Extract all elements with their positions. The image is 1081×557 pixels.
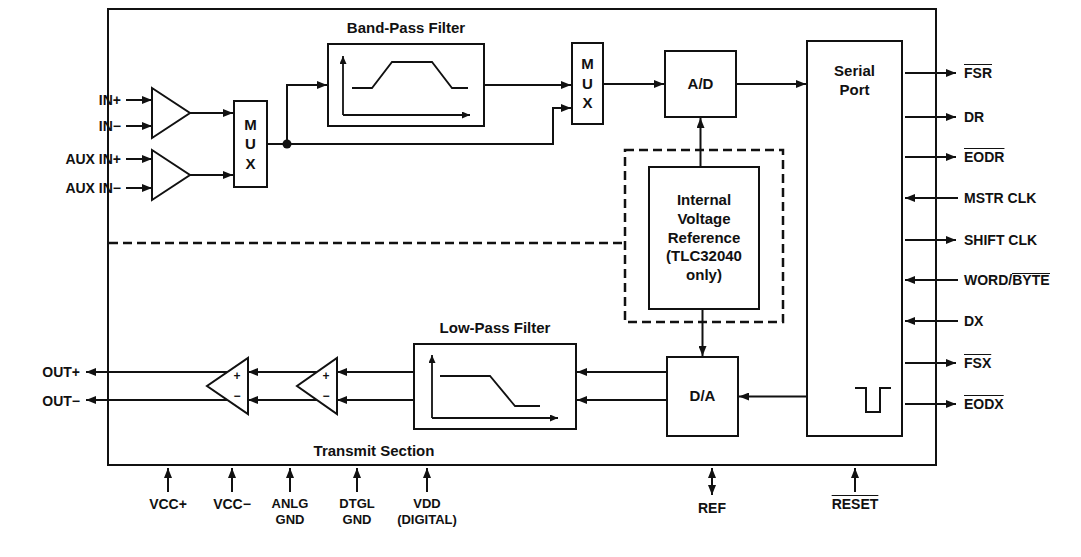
pin-arrows [168,73,958,495]
signal-connector [268,85,327,144]
block-label: D/A [690,387,716,406]
voltage-reference: Internal Voltage Reference (TLC32040 onl… [648,166,760,310]
supply-pin: VDD (DIGITAL) [390,496,464,527]
signal-name: FSX [964,355,991,372]
signal-connector [604,83,664,85]
input-amplifiers [126,88,233,200]
adc-block: A/D [664,50,737,118]
ground-pin: ANLG GND [266,496,314,527]
polarity-sign: − [322,389,329,403]
signal-connector [702,310,704,356]
signal-connector [577,371,666,373]
pin-label: REF [698,500,726,517]
signal-name: WORD/BYTE [964,272,1050,289]
signal-name: FSR [964,65,992,82]
pin-label: IN− [99,118,121,135]
signal-connector [737,83,806,85]
dashed-region [109,150,783,322]
band-pass-filter: Band-Pass Filter [327,43,485,127]
signal-connector [700,118,702,166]
filter-response-plots [343,56,558,418]
multiplexer: M U X [571,42,604,125]
block-heading: Band-Pass Filter [347,19,465,38]
low-pass-filter: Low-Pass Filter [413,343,577,430]
pulse-symbol [855,388,891,412]
polarity-sign: − [233,389,240,403]
pin-label: IN+ [99,92,121,109]
signal-name: DX [964,313,983,330]
pin-label: OUT+ [42,364,80,381]
block-label: Internal Voltage Reference (TLC32040 onl… [654,191,754,285]
signal-name: EODX [964,396,1004,413]
signal-name: EODR [964,149,1004,166]
signal-name: MSTR CLK [964,190,1036,207]
multiplexer: M U X [233,100,268,188]
block-heading: Low-Pass Filter [440,319,551,338]
overline-bar [1012,273,1049,275]
polarity-sign: + [233,369,240,383]
pin-label: RESET [832,496,879,513]
serial-port: Serial Port [806,40,903,437]
pin-label: AUX IN− [65,180,121,197]
pin-label: OUT− [42,393,80,410]
block-label: M U X [580,54,595,113]
supply-pin: VCC− [213,496,251,513]
block-label: A/D [688,75,714,94]
chip-outline: Transmit Section M U X Band-Pass Filter M U… [107,8,937,466]
block-label: M U X [243,115,258,174]
signal-connector [739,396,806,398]
signal-name: SHIFT CLK [964,232,1037,249]
signal-connector [577,399,666,401]
dac-block: D/A [666,356,739,437]
block-label: Serial Port [820,62,890,100]
block-label: Transmit Section [314,442,435,461]
ground-pin: DTGL GND [333,496,381,527]
supply-pin: VCC+ [149,496,187,513]
pin-label: AUX IN+ [65,151,121,168]
signal-name: DR [964,109,984,126]
polarity-sign: + [322,369,329,383]
output-amplifiers [86,358,413,414]
signal-connector [485,84,571,86]
